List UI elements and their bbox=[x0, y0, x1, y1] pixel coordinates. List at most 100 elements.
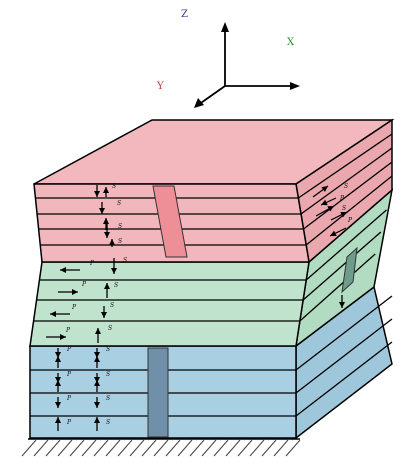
ground-hatch-stroke bbox=[57, 439, 73, 457]
middle-side-layer-line bbox=[302, 231, 382, 301]
middle-side-layer-line bbox=[305, 209, 387, 281]
ground-hatch-stroke bbox=[177, 439, 193, 457]
s-wave-label: S bbox=[112, 183, 116, 190]
p-wave-label: P bbox=[65, 327, 71, 334]
x-axis-label: X bbox=[287, 37, 295, 48]
z-axis-arrowhead bbox=[221, 22, 229, 32]
ground-hatch-stroke bbox=[225, 439, 241, 457]
stress-arrows bbox=[46, 185, 348, 431]
bottom-block-marker-band bbox=[147, 347, 169, 438]
s-wave-label: S bbox=[114, 282, 118, 289]
ground-hatch-stroke bbox=[189, 439, 205, 457]
middle-side-arrow-down-head bbox=[339, 302, 345, 308]
s-wave-label: S bbox=[106, 395, 110, 402]
bottom-arrow-up-head bbox=[94, 380, 100, 386]
ground-hatch-stroke bbox=[165, 439, 181, 457]
middle-block bbox=[29, 188, 394, 348]
bottom-arrow-up-head bbox=[94, 356, 100, 362]
s-wave-label: S bbox=[118, 223, 122, 230]
p-wave-label: P bbox=[89, 260, 95, 267]
ground-hatch-stroke bbox=[249, 439, 265, 457]
middle-arrow-left-head bbox=[60, 267, 66, 273]
ground-hatch-stroke bbox=[237, 439, 253, 457]
middle-block-layer-lines bbox=[33, 209, 387, 322]
p-wave-label: P bbox=[71, 304, 77, 311]
top-side-arrow-head bbox=[340, 212, 347, 218]
bottom-block bbox=[29, 285, 393, 440]
ground-hatch-stroke bbox=[45, 439, 61, 457]
y-axis-arrowhead bbox=[194, 98, 204, 108]
bottom-side-layer-line bbox=[295, 318, 393, 394]
middle-arrow-down-head bbox=[111, 268, 117, 274]
s-wave-label: S bbox=[106, 419, 110, 426]
bottom-arrow-up-head bbox=[94, 417, 100, 423]
s-wave-label: S bbox=[117, 200, 121, 207]
top-side-arrow-head bbox=[321, 186, 328, 192]
middle-side-layer-line bbox=[299, 253, 376, 322]
s-wave-label: S bbox=[342, 205, 346, 212]
p-wave-label: P bbox=[66, 395, 72, 402]
top-side-layer-line bbox=[300, 147, 393, 215]
p-wave-label: P bbox=[66, 371, 72, 378]
ground-hatch-stroke bbox=[201, 439, 217, 457]
top-block bbox=[33, 118, 395, 264]
s-wave-label: S bbox=[106, 346, 110, 353]
bottom-arrow-up-head bbox=[55, 380, 61, 386]
ground-hatch-stroke bbox=[261, 439, 277, 457]
s-wave-label: S bbox=[110, 302, 114, 309]
top-arrow-down-head bbox=[99, 208, 105, 214]
p-wave-label: P bbox=[66, 346, 72, 353]
ground-hatch-stroke bbox=[141, 439, 157, 457]
p-wave-label: P bbox=[81, 281, 87, 288]
p-wave-label: P bbox=[347, 217, 353, 224]
ground-hatch-stroke bbox=[33, 439, 49, 457]
ground-hatch-stroke bbox=[105, 439, 121, 457]
p-wave-label: P bbox=[339, 195, 345, 202]
middle-arrow-up-head bbox=[95, 328, 101, 334]
s-wave-label: S bbox=[118, 238, 122, 245]
bottom-arrow-down-head bbox=[94, 352, 100, 358]
ground-hatch-stroke bbox=[129, 439, 145, 457]
ground-hatch-stroke bbox=[285, 439, 301, 457]
bottom-arrow-down-head bbox=[55, 402, 61, 408]
ground-hatch-stroke bbox=[117, 439, 133, 457]
ground-hatch-stroke bbox=[273, 439, 289, 457]
bottom-side-layer-line bbox=[295, 295, 393, 371]
ground-hatch-stroke bbox=[81, 439, 97, 457]
top-side-layer-line bbox=[297, 133, 393, 199]
middle-arrow-left-head bbox=[50, 311, 56, 317]
bottom-arrow-down-head bbox=[55, 352, 61, 358]
top-side-arrow-head bbox=[321, 199, 328, 206]
y-axis-line bbox=[197, 85, 226, 106]
bottom-arrow-up-head bbox=[55, 417, 61, 423]
top-arrow-down-head bbox=[94, 191, 100, 197]
middle-arrow-right-head bbox=[60, 334, 66, 340]
ground-hatch-stroke bbox=[213, 439, 229, 457]
top-arrow-down-head bbox=[104, 232, 110, 238]
top-side-layer-line bbox=[303, 161, 393, 230]
middle-block-marker-band bbox=[341, 246, 358, 294]
bottom-side-layer-line bbox=[295, 341, 393, 417]
top-block-marker-band bbox=[152, 185, 188, 258]
axis-system: Z X Y bbox=[156, 9, 300, 108]
bottom-arrow-up-head bbox=[55, 356, 61, 362]
s-wave-label: S bbox=[123, 257, 127, 264]
top-side-arrow-head bbox=[330, 230, 337, 236]
ground-hatch-stroke bbox=[93, 439, 109, 457]
x-axis-arrowhead bbox=[290, 82, 300, 90]
ground-hatch-stroke bbox=[21, 439, 37, 457]
s-wave-label: S bbox=[344, 183, 348, 190]
top-side-arrow-head bbox=[327, 206, 334, 212]
z-axis-label: Z bbox=[181, 9, 188, 20]
top-side-layer-line bbox=[305, 175, 393, 246]
p-wave-label: P bbox=[66, 419, 72, 426]
top-arrow-up-head bbox=[109, 239, 115, 245]
top-arrow-up-head bbox=[103, 187, 109, 193]
s-wave-label: S bbox=[108, 325, 112, 332]
ground-hatch-stroke bbox=[153, 439, 169, 457]
ground-hatch bbox=[21, 438, 301, 457]
bottom-arrow-down-head bbox=[94, 402, 100, 408]
